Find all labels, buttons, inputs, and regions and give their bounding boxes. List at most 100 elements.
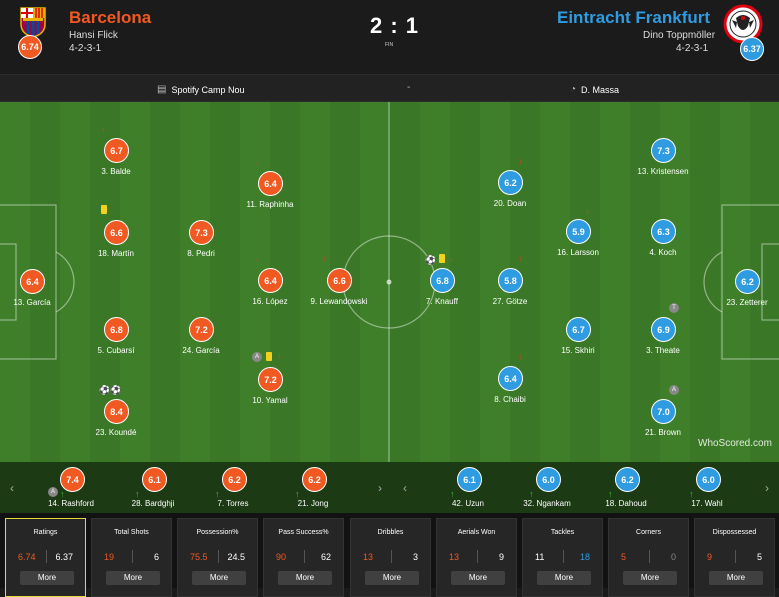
stat-more-button[interactable]: More — [365, 571, 419, 585]
player-gotze[interactable]: 5.8 27. Götze — [475, 268, 545, 312]
stat-aerials-won[interactable]: Aerials Won 13 9 More — [436, 518, 517, 597]
stat-title: Ratings — [33, 529, 58, 536]
player-skhiri[interactable]: 6.7 15. Skhiri — [543, 317, 613, 361]
player-rating: 6.2 — [302, 467, 327, 492]
sub-dahoud[interactable]: 6.2 ↑ 18. Dahoud — [571, 462, 661, 510]
stat-away-value: 3 — [412, 552, 418, 562]
stat-home-value: 9 — [707, 552, 713, 562]
player-pedri[interactable]: 7.3 8. Pedri — [166, 220, 236, 264]
stat-home-value: 90 — [276, 552, 287, 562]
player-rating: 6.0 — [536, 467, 561, 492]
stat-more-button[interactable]: More — [623, 571, 677, 585]
stat-home-value: 13 — [449, 552, 460, 562]
subs-next-away-icon[interactable]: › — [765, 481, 769, 495]
player-rating: 6.2 — [498, 170, 523, 195]
stat-more-button[interactable]: More — [278, 571, 332, 585]
match-info-bar: ▤ Spotify Camp Nou - ◔ D. Massa — [0, 74, 779, 102]
player-lopez[interactable]: 6.4 16. López — [235, 268, 305, 312]
stat-home-value: 19 — [104, 552, 115, 562]
stat-divider — [304, 550, 305, 563]
player-chaibi[interactable]: 6.4 8. Chaibi — [475, 366, 545, 410]
stat-corners[interactable]: Corners 5 0 More — [608, 518, 689, 597]
sub-name: 42. Uzun — [451, 499, 485, 508]
sub-on-icon: ↑ — [135, 489, 140, 499]
sub-jong[interactable]: 6.2 ↑ 21. Jong — [258, 462, 348, 510]
player-rating: 6.4 — [258, 171, 283, 196]
stat-more-button[interactable]: More — [451, 571, 505, 585]
player-zetterer[interactable]: 6.2 23. Zetterer — [712, 269, 779, 313]
home-formation: 4-2-3-1 — [69, 43, 102, 54]
away-formation: 4-2-3-1 — [676, 43, 709, 54]
player-lewandowski[interactable]: 6.6 9. Lewandowski — [304, 268, 374, 312]
player-cubarsi[interactable]: 6.8 5. Cubarsí — [81, 317, 151, 361]
home-team-rating: 6.74 — [18, 35, 42, 59]
home-team-name[interactable]: Barcelona — [69, 8, 152, 27]
stat-more-button[interactable]: More — [20, 571, 74, 585]
sub-torres[interactable]: 6.2 ↑ 7. Torres — [178, 462, 268, 510]
player-name: 13. Kristensen — [637, 167, 689, 176]
captain-icon: A — [48, 487, 58, 497]
sub-ngankam[interactable]: 6.0 ↑ 32. Ngankam — [492, 462, 582, 510]
frankfurt-crest-icon — [723, 4, 763, 44]
venue: ▤ Spotify Camp Nou — [157, 84, 245, 95]
stat-tackles[interactable]: Tackles 11 18 More — [522, 518, 603, 597]
player-martin[interactable]: 6.6 18. Martín — [81, 220, 151, 264]
player-larsson[interactable]: 5.9 16. Larsson — [543, 219, 613, 263]
stat-more-button[interactable]: More — [192, 571, 246, 585]
player-garcia-gk[interactable]: 6.4 13. García — [0, 269, 67, 313]
player-kristensen[interactable]: 7.3 13. Kristensen — [628, 138, 698, 182]
player-rating: 6.2 — [735, 269, 760, 294]
player-rating: 6.2 — [222, 467, 247, 492]
sub-uzun[interactable]: 6.1 ↑ 42. Uzun — [413, 462, 503, 510]
player-theate[interactable]: 6.9 3. Theate — [628, 317, 698, 361]
sub-off-icon: ↓ — [449, 253, 454, 263]
stat-more-button[interactable]: More — [709, 571, 763, 585]
sub-wahl[interactable]: 6.0 ↑ 17. Wahl — [652, 462, 742, 510]
stat-total-shots[interactable]: Total Shots 19 6 More — [91, 518, 172, 597]
away-manager: Dino Toppmöller — [643, 30, 716, 41]
sub-bardghji[interactable]: 6.1 ↑ 28. Bardghji — [98, 462, 188, 510]
stat-away-value: 9 — [498, 552, 504, 562]
stat-away-value: 18 — [579, 552, 590, 562]
player-brown[interactable]: 7.0 21. Brown — [628, 399, 698, 443]
player-name: 11. Raphinha — [246, 200, 294, 209]
player-kounde[interactable]: 8.4 23. Koundé — [81, 399, 151, 443]
player-balde[interactable]: 6.7 3. Balde — [81, 138, 151, 182]
player-name: 3. Balde — [101, 167, 131, 176]
player-rating: 5.8 — [498, 268, 523, 293]
sub-off-icon: ↓ — [585, 205, 590, 215]
stat-more-button[interactable]: More — [106, 571, 160, 585]
subs-next-home-icon[interactable]: › — [378, 481, 382, 495]
stat-dispossessed[interactable]: Dispossessed 9 5 More — [694, 518, 775, 597]
sub-rashford[interactable]: 7.4 A ↑ 14. Rashford — [16, 462, 106, 510]
stat-divider — [477, 550, 478, 563]
player-knauff[interactable]: 6.8 7. Knauff — [407, 268, 477, 312]
stat-dribbles[interactable]: Dribbles 13 3 More — [350, 518, 431, 597]
sub-off-icon: ↓ — [255, 253, 260, 263]
stat-title: Possession% — [196, 529, 239, 536]
stat-more-button[interactable]: More — [537, 571, 591, 585]
player-doan[interactable]: 6.2 20. Doan — [475, 170, 545, 214]
match-status: FIN — [385, 42, 394, 48]
player-yamal[interactable]: 7.2 10. Yamal — [235, 367, 305, 411]
away-team-rating: 6.37 — [740, 37, 764, 61]
player-koch[interactable]: 6.3 4. Koch — [628, 219, 698, 263]
player-rating: 7.2 — [189, 317, 214, 342]
stat-possession[interactable]: Possession% 75.5 24.5 More — [177, 518, 258, 597]
stat-away-value: 24.5 — [227, 552, 245, 562]
player-raphinha[interactable]: 6.4 11. Raphinha — [235, 171, 305, 215]
yellow-card-icon — [266, 352, 272, 361]
subs-prev-home-icon[interactable]: ‹ — [10, 481, 14, 495]
player-name: 3. Theate — [646, 346, 680, 355]
stat-ratings[interactable]: Ratings 6.74 6.37 More — [5, 518, 86, 597]
player-garcia[interactable]: 7.2 24. García — [166, 317, 236, 361]
player-rating: 7.0 — [651, 399, 676, 424]
stat-away-value: 6 — [153, 552, 159, 562]
goal-icon: ⚽ — [425, 255, 437, 265]
player-rating: 6.6 — [104, 220, 129, 245]
subs-prev-away-icon[interactable]: ‹ — [403, 481, 407, 495]
sub-off-icon: ↓ — [518, 156, 523, 166]
away-team-name[interactable]: Eintracht Frankfurt — [557, 8, 711, 27]
stat-pass-success[interactable]: Pass Success% 90 62 More — [263, 518, 344, 597]
match-score: 2 : 1 — [370, 13, 420, 38]
